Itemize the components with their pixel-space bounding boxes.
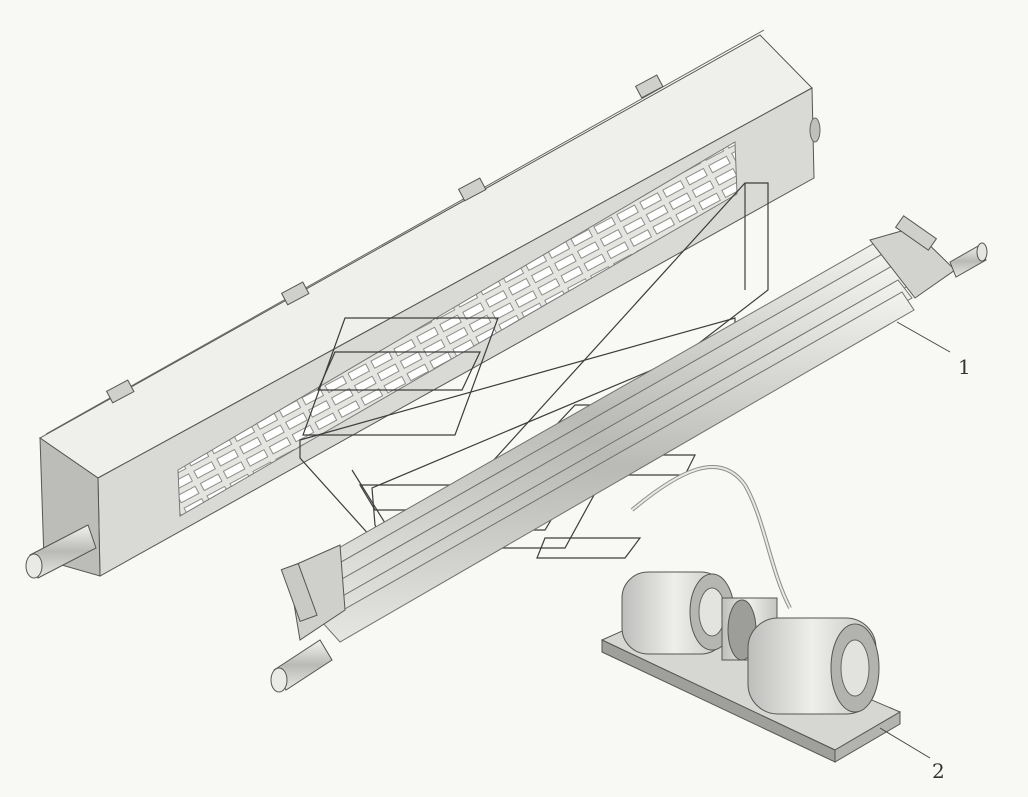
- outline-panel: [536, 537, 642, 559]
- callout-label: 2: [932, 759, 945, 783]
- heater-core-tubes: [299, 239, 915, 643]
- outline-panel: [317, 351, 481, 391]
- mounting-clip: [105, 379, 135, 404]
- housing-outlet-pipe: [25, 524, 97, 579]
- mounting-clip: [634, 74, 664, 99]
- heater-housing: [25, 29, 821, 579]
- callout-1: 1: [896, 321, 971, 379]
- callout-leader-line: [896, 321, 951, 353]
- outline-panel: [302, 317, 499, 436]
- heater-core: [270, 215, 988, 693]
- housing-right-stub: [809, 117, 821, 143]
- callout-label: 1: [958, 355, 971, 379]
- callout-2: 2: [879, 727, 945, 783]
- housing-top-rail: [45, 29, 765, 435]
- heater-core-right-pipe: [894, 215, 988, 278]
- blower-scroll-left: [621, 571, 735, 655]
- callout-leader-line: [879, 727, 931, 759]
- mounting-clip: [457, 177, 487, 202]
- blower-base-edge: [834, 711, 901, 763]
- housing-grille: [177, 141, 738, 517]
- heater-core-left-pipe: [270, 562, 333, 693]
- blower-scroll-right: [747, 617, 880, 715]
- mounting-clip: [280, 281, 310, 306]
- blower-motor: [600, 465, 902, 763]
